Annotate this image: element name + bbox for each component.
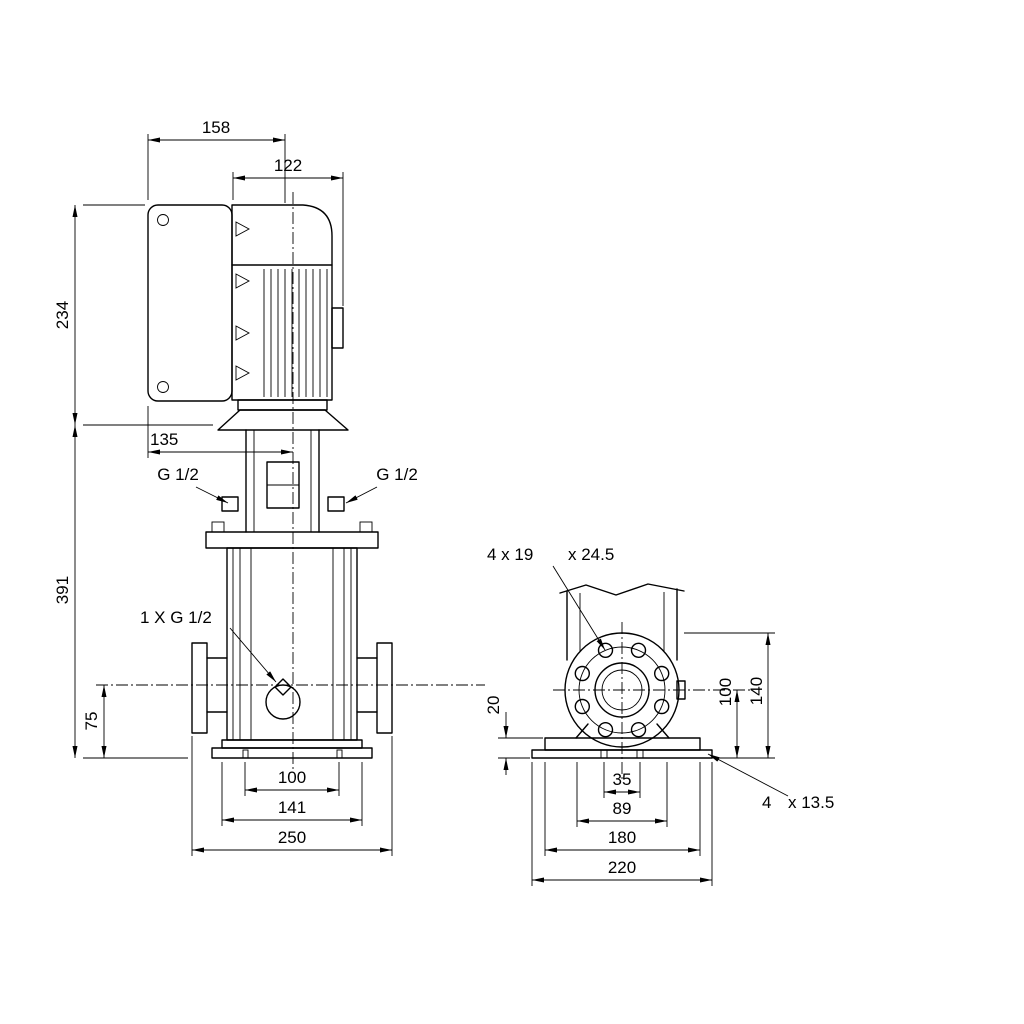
dim-35-label: 35: [613, 770, 632, 789]
front-dimension-lines: [72, 137, 392, 853]
bolt-hole: [574, 665, 590, 682]
base-holes-label-2: x 13.5: [788, 793, 834, 812]
terminal-box: [331, 307, 344, 349]
fill-plug-right: [327, 496, 345, 512]
bolt-hole: [630, 642, 647, 658]
flange-tab: [676, 680, 686, 700]
bolt-hole: [654, 665, 670, 682]
dim-234-label: 234: [53, 301, 72, 329]
side-extension-lines: [498, 632, 775, 886]
dim-391-label: 391: [53, 576, 72, 604]
pump-base: [211, 739, 373, 759]
flange-holes-label-2: x 24.5: [568, 545, 614, 564]
dim-158-label: 158: [202, 118, 230, 137]
flange-face: [564, 632, 686, 748]
front-view: 158 122 234 391 75 135 G 1/2 G 1/2 1 X G…: [53, 118, 485, 856]
dim-220-label: 220: [608, 858, 636, 877]
plug-right-label: G 1/2: [376, 465, 418, 484]
dim-75-label: 75: [82, 712, 101, 731]
dim-100-side-label: 100: [716, 678, 735, 706]
base-holes-label-1: 4: [762, 793, 771, 812]
base-bolt-slot: [636, 749, 644, 759]
port-flanges: [191, 642, 393, 734]
dim-122-label: 122: [274, 156, 302, 175]
base-bolt-slot: [242, 749, 249, 759]
side-dimension-lines: [503, 633, 771, 883]
flange-holes-label-1: 4 x 19: [487, 545, 533, 564]
dim-141-label: 141: [278, 798, 306, 817]
flange-bore: [601, 669, 643, 711]
bolt-circle: [578, 646, 666, 734]
side-view: 4 x 19 x 24.5 20 100 140 35 89 180 220 4…: [484, 545, 834, 886]
base-bolt-slot: [336, 749, 343, 759]
base-bolt-slot: [600, 749, 608, 759]
fill-plug-left: [221, 496, 239, 512]
flange-outer-circle: [564, 632, 680, 748]
chamber-stack: [226, 547, 358, 741]
drain-label: 1 X G 1/2: [140, 608, 212, 627]
dim-89-label: 89: [613, 799, 632, 818]
dim-20-label: 20: [484, 696, 503, 715]
motor-control-box: [147, 204, 233, 402]
screw-icon: [157, 214, 169, 226]
dim-100-front-label: 100: [278, 768, 306, 787]
bolt-hole: [630, 722, 647, 738]
motor-body: [217, 204, 349, 431]
bolt-hole: [597, 642, 614, 658]
front-extension-lines: [83, 134, 393, 856]
flange-left: [191, 642, 208, 734]
drain-plug: [274, 678, 292, 696]
bolt-hole: [574, 698, 590, 715]
screw-icon: [157, 381, 169, 393]
dim-180-label: 180: [608, 828, 636, 847]
dim-140-label: 140: [747, 677, 766, 705]
head-bolt: [211, 521, 225, 533]
head-flange-plate: [205, 531, 379, 549]
dim-135-label: 135: [150, 430, 178, 449]
motor-foot: [237, 399, 328, 411]
motor-fins: [263, 269, 328, 397]
pump-column: [559, 583, 685, 661]
drain-boss: [265, 684, 301, 720]
motor-clips: [235, 221, 250, 381]
bolt-hole: [654, 698, 670, 715]
bolt-hole: [597, 722, 614, 738]
break-line: [559, 583, 685, 596]
side-leader-lines: [552, 565, 789, 797]
head-bolt: [359, 521, 373, 533]
flange-raised-face: [594, 662, 650, 718]
flange-right: [376, 642, 393, 734]
plug-left-label: G 1/2: [157, 465, 199, 484]
motor-stool: [217, 409, 349, 431]
dim-250-label: 250: [278, 828, 306, 847]
front-leader-lines: [195, 486, 378, 683]
pump-head: [205, 429, 379, 549]
